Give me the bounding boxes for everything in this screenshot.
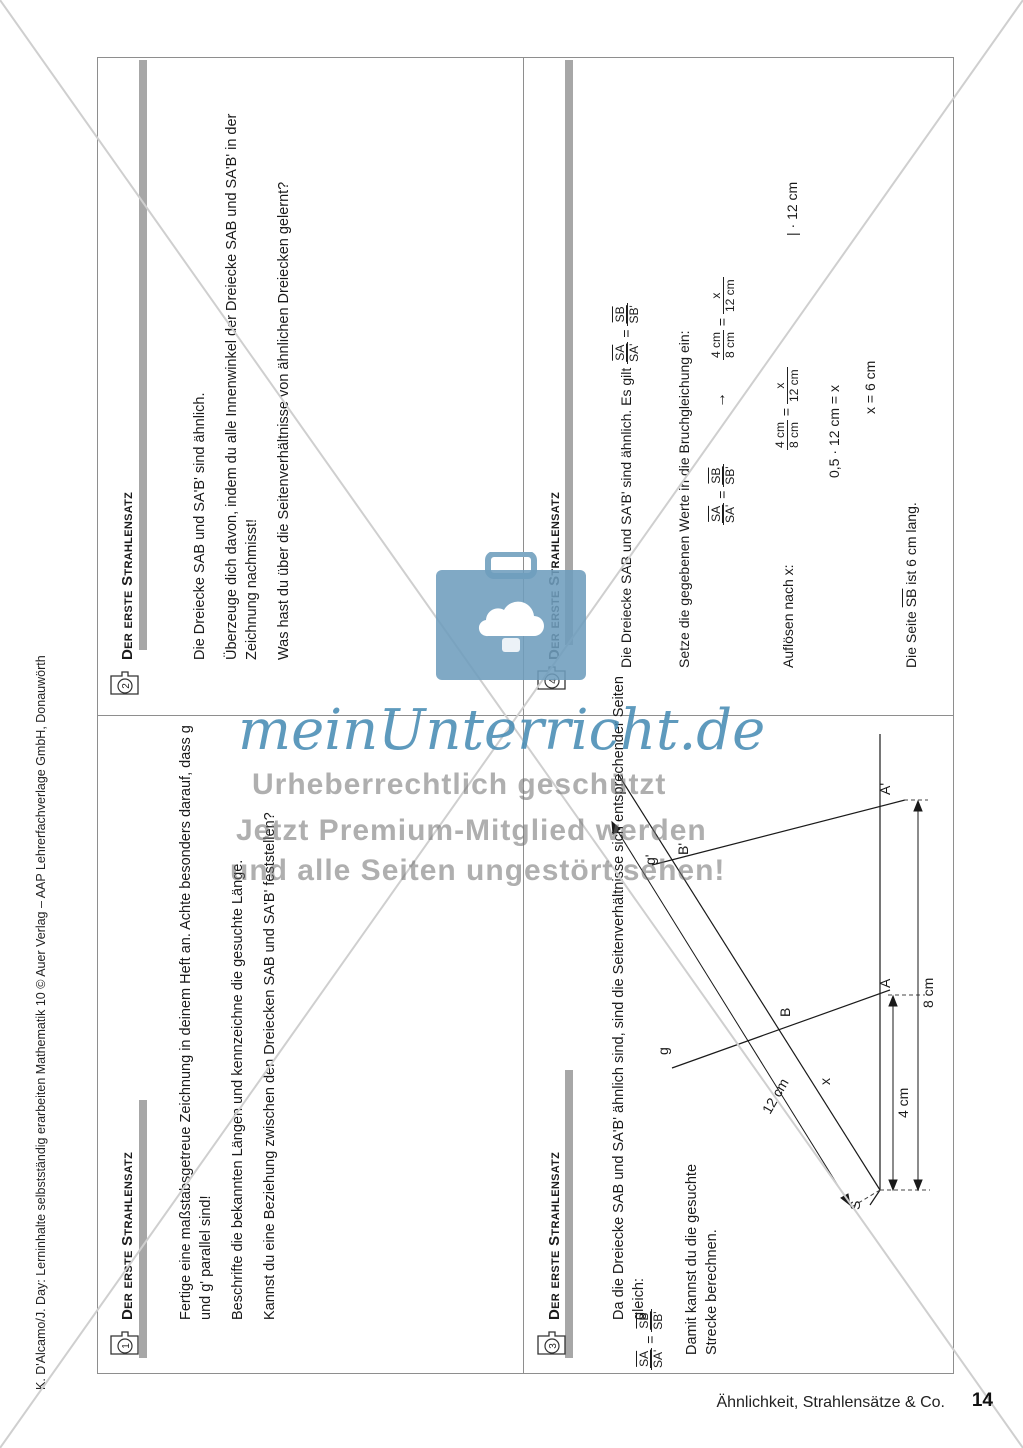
label-s: S [847, 1201, 863, 1210]
label-b: B [777, 1008, 793, 1017]
ray-through-b [617, 773, 881, 1191]
card2-hand-icon: 2 [110, 671, 139, 695]
label-8cm: 8 cm [920, 978, 936, 1008]
card3-title-bar [565, 1070, 573, 1358]
card1-title-bar [139, 1100, 147, 1358]
label-4cm: 4 cm [895, 1088, 911, 1118]
page-number: 14 [971, 1390, 993, 1411]
grid-divider-horizontal [97, 715, 954, 716]
label-x: x [817, 1078, 833, 1085]
card1-hand-icon: 1 [110, 1331, 139, 1355]
svg-text:4: 4 [548, 678, 559, 684]
card3-diagram: g g' S A A' B B' 12 cm x 4 cm 8 cm [611, 734, 936, 1210]
watermark-line-3: und alle Seiten ungestört sehen! [230, 854, 726, 887]
svg-text:3: 3 [548, 1343, 559, 1349]
line-g-prime [651, 799, 906, 866]
line-g [671, 989, 891, 1069]
footer-title: Ähnlichkeit, Strahlensätze & Co. [716, 1394, 945, 1411]
label-b-prime: B' [675, 843, 691, 855]
watermark-brand: meinUnterricht.de [238, 698, 766, 763]
svg-text:2: 2 [121, 683, 132, 689]
card2-title-bar [139, 60, 147, 650]
s-tick [869, 1189, 881, 1206]
label-g: g [655, 1047, 671, 1055]
dim-12cm [611, 821, 851, 1206]
briefcase-cloud-icon [436, 552, 586, 680]
card3-hand-icon: 3 [537, 1331, 566, 1355]
card4-title-bar [565, 60, 573, 645]
watermark-line-2: Jetzt Premium-Mitglied werden [236, 814, 707, 847]
label-a: A [877, 978, 893, 988]
watermark-line-1: Urheberrechtlich geschützt [252, 768, 667, 801]
label-a-prime: A' [877, 783, 893, 795]
label-g-prime: g' [642, 855, 658, 865]
svg-text:1: 1 [121, 1343, 132, 1349]
